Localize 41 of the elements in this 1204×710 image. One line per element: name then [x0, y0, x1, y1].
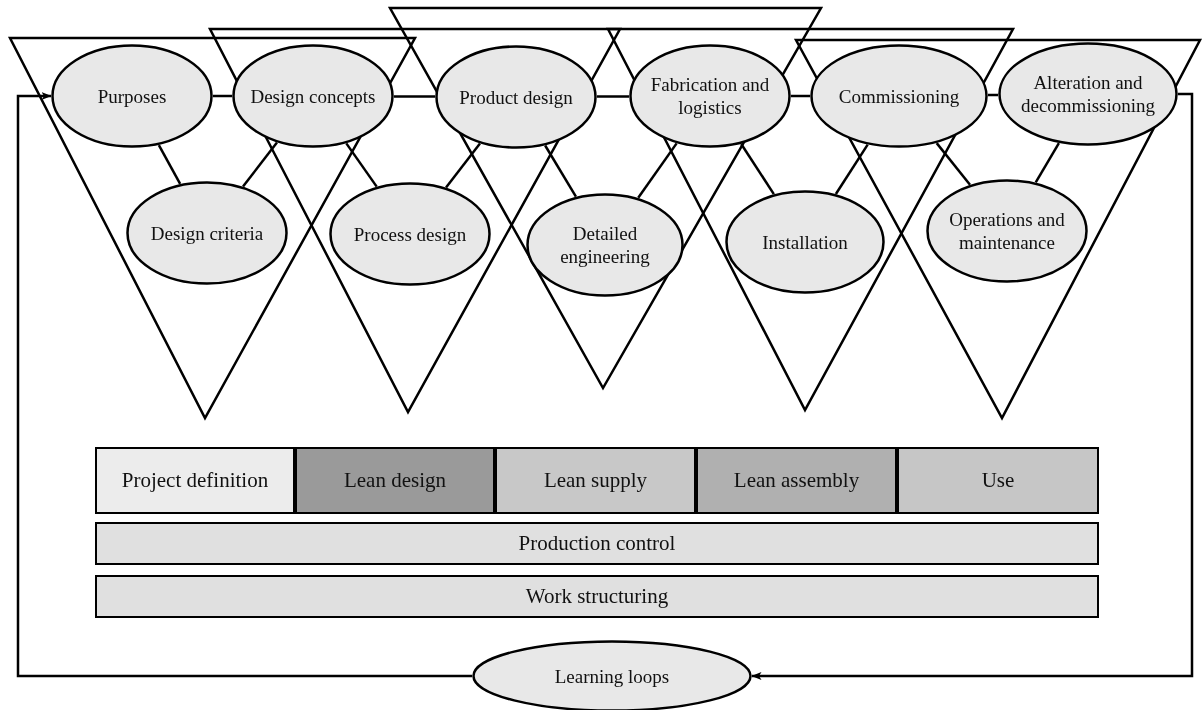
stage-label: Installation — [762, 230, 848, 254]
feedback-arrow — [751, 92, 1194, 680]
phase-label: Production control — [518, 532, 676, 555]
stage-label: Operations and maintenance — [948, 208, 1066, 254]
connector-line — [791, 94, 810, 98]
stage-label: Alteration and decommissioning — [1019, 71, 1157, 117]
stage-label: Design concepts — [250, 84, 376, 108]
connector-line — [544, 144, 577, 198]
feedback-arrow — [16, 92, 472, 678]
stage-label: Design criteria — [150, 221, 264, 245]
connector-line — [637, 142, 678, 199]
phase-label: Lean assembly — [733, 469, 860, 492]
phase-bar — [95, 522, 1099, 565]
phase-label: Project definition — [121, 469, 269, 492]
connector-line — [345, 142, 378, 188]
stage-label: Purposes — [97, 84, 167, 108]
phase-bar — [95, 447, 295, 514]
stage-label: Fabrication and logistics — [649, 73, 771, 119]
connector-line — [1034, 142, 1060, 183]
stage-label: Detailed engineering — [559, 222, 651, 268]
stage-label: Product design — [459, 85, 573, 109]
connector-line — [394, 95, 435, 98]
connector-line — [242, 141, 278, 188]
connector-line — [213, 94, 232, 98]
phase-label: Use — [981, 469, 1015, 492]
connector-line — [597, 95, 629, 98]
phase-bar — [897, 447, 1099, 514]
stage-label: Learning loops — [554, 664, 670, 688]
phase-bar — [95, 575, 1099, 618]
phase-label: Work structuring — [525, 585, 669, 608]
stage-label: Commissioning — [838, 84, 960, 108]
phase-bar — [696, 447, 897, 514]
phase-bar — [295, 447, 495, 514]
connector-line — [834, 144, 869, 195]
connector-line — [445, 142, 481, 189]
phase-label: Lean design — [343, 469, 446, 492]
phase-label: Lean supply — [543, 469, 648, 492]
stage-label: Process design — [353, 222, 467, 246]
phase-bar — [495, 447, 696, 514]
connector-line — [935, 142, 971, 186]
connector-line — [157, 144, 182, 185]
